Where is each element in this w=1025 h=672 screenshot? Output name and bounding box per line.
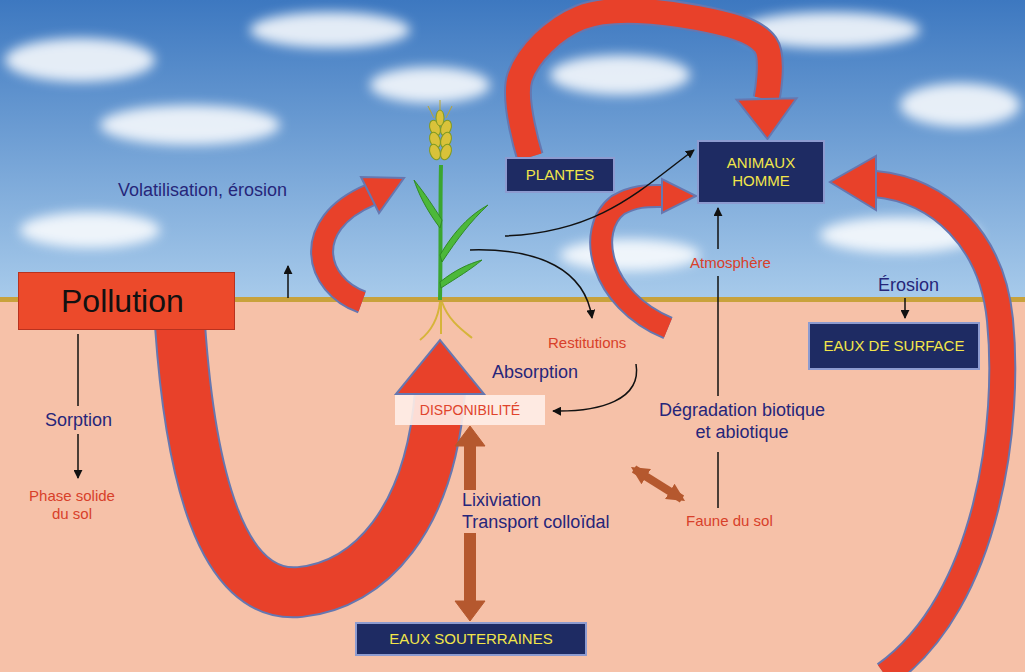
diagram-label: Absorption: [492, 362, 578, 384]
fauna-line: [717, 276, 719, 396]
fauna-line: [717, 452, 719, 508]
arrow-head: [396, 340, 484, 394]
sky: [0, 0, 1025, 300]
arrow-outline: [875, 184, 1002, 672]
diagram-label: Volatilisation, érosion: [118, 180, 287, 202]
node-text: PLANTES: [526, 166, 594, 184]
diagram-label: Sorption: [45, 410, 112, 432]
wheat-plant: [414, 100, 488, 340]
arrow-head: [361, 177, 404, 213]
diagram-label: Restitutions: [548, 334, 626, 352]
arrow-head: [662, 179, 696, 213]
grain: [439, 143, 454, 161]
cloud: [100, 105, 280, 145]
arrow-head: [455, 601, 485, 621]
node-text: Pollution: [61, 282, 184, 320]
leaf: [414, 180, 442, 228]
cloud: [560, 239, 700, 271]
volatilisation-arrow: [322, 177, 404, 302]
arrow-body: [322, 195, 370, 302]
process-box: EAUX DE SURFACE: [808, 322, 980, 370]
cloud: [370, 67, 490, 103]
plant-to-human-arrow: [505, 150, 694, 236]
arrow-head: [830, 156, 876, 210]
diagram-label: Faune du sol: [686, 512, 773, 530]
diagram-label: Dégradation biotique et abiotique: [650, 400, 834, 443]
arrow-head: [455, 426, 485, 446]
pollution-box: Pollution: [18, 272, 235, 330]
process-box: EAUX SOUTERRAINES: [355, 622, 587, 656]
cloud: [250, 12, 410, 48]
cloud: [900, 83, 1020, 127]
restitution-curl-arrow: [601, 179, 696, 328]
leaf: [440, 260, 482, 288]
sorption-arrow: [77, 434, 79, 478]
cloud: [550, 55, 690, 95]
connector-outline: [518, 11, 770, 157]
volatilisation-arrow-small: [287, 266, 289, 298]
node-text: DISPONIBILITÉ: [420, 402, 520, 419]
restitution-arrow: [470, 250, 592, 318]
arrow-outline: [601, 196, 668, 328]
diagram-label: Érosion: [878, 275, 939, 297]
connector-label: Lixiviation Transport colloïdal: [458, 490, 620, 533]
arrow-outline: [322, 195, 370, 302]
grain: [436, 110, 444, 126]
arrow-body: [180, 325, 440, 592]
root: [420, 302, 440, 340]
diagram-label: Atmosphère: [690, 254, 771, 272]
node-text: EAUX DE SURFACE: [824, 337, 965, 355]
node-text: ANIMAUX HOMME: [707, 154, 815, 190]
cloud: [5, 38, 155, 82]
awns: [428, 100, 452, 118]
arrow-outline: [180, 325, 440, 592]
connector-body: [518, 11, 770, 157]
diagram-label: Phase solide du sol: [22, 487, 122, 523]
wheat-ear: [428, 110, 454, 161]
arrow-head: [737, 98, 797, 139]
arrow-body: [875, 184, 1002, 672]
cloud: [20, 212, 160, 248]
process-box: PLANTES: [505, 157, 615, 193]
stem: [440, 165, 441, 300]
sorption-line: [77, 334, 79, 406]
leaf: [440, 205, 488, 262]
groundwater-to-human-arrow: [830, 156, 1002, 672]
grain: [428, 143, 443, 161]
erosion-arrow: [904, 298, 906, 318]
process-box: ANIMAUX HOMME: [697, 140, 825, 204]
availability-box: DISPONIBILITÉ: [395, 395, 545, 425]
node-text: EAUX SOUTERRAINES: [389, 630, 552, 648]
flow-connector: [518, 11, 797, 157]
root: [440, 302, 442, 334]
soil: [0, 300, 1025, 672]
arrow-body: [601, 196, 668, 328]
fauna-exchange-arrow: [634, 469, 682, 499]
root: [442, 302, 472, 338]
pollution-flow-arrow: [180, 325, 484, 592]
atmosphere-arrow: [717, 208, 719, 249]
